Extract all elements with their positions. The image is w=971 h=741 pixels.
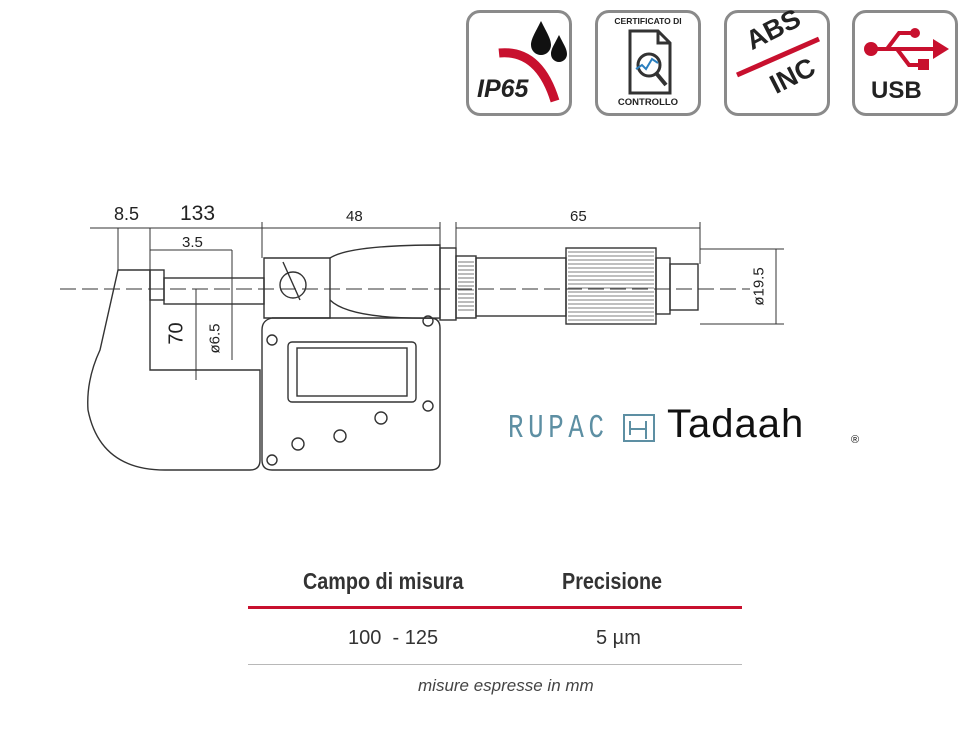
registered-mark: ® xyxy=(851,434,860,446)
tadaah-logo: Tadaah xyxy=(667,402,805,446)
certificate-document-icon xyxy=(628,29,672,95)
dimension-label: ø19.5 xyxy=(750,267,768,306)
dimension-label: 65 xyxy=(570,208,587,225)
table-header-range: Campo di misura xyxy=(303,568,464,594)
dimension-label: 8.5 xyxy=(114,204,140,224)
water-drops-icon xyxy=(498,21,567,103)
rupac-mark-icon xyxy=(623,414,655,442)
certificate-badge: CERTIFICATO DI CONTROLLO xyxy=(595,10,701,116)
usb-icon xyxy=(864,28,949,70)
certificate-bottom-label: CONTROLLO xyxy=(617,97,679,108)
usb-badge: USB xyxy=(852,10,958,116)
certificate-top-label: CERTIFICATO DI xyxy=(614,16,682,26)
ip65-badge: IP65 xyxy=(466,10,572,116)
dimension-label: 70 xyxy=(165,322,188,345)
table-cell-range: 100 - 125 xyxy=(348,627,439,649)
dimension-label: ø6.5 xyxy=(206,323,224,354)
dimension-label: 3.5 xyxy=(182,234,203,251)
units-note: misure espresse in mm xyxy=(418,676,594,695)
header-divider xyxy=(248,606,742,609)
dimension-label: 48 xyxy=(346,208,363,225)
row-divider xyxy=(248,664,742,665)
rupac-logo: RUPAC xyxy=(508,410,609,447)
usb-label: USB xyxy=(871,77,922,104)
abs-inc-badge: ABS INC xyxy=(724,3,830,116)
table-cell-precision: 5 µm xyxy=(596,627,641,649)
ip65-label: IP65 xyxy=(477,75,529,103)
dimension-label: 133 xyxy=(180,202,216,225)
abs-inc-divider xyxy=(735,36,821,78)
table-header-precision: Precisione xyxy=(562,568,663,594)
micrometer-drawing xyxy=(60,222,784,471)
